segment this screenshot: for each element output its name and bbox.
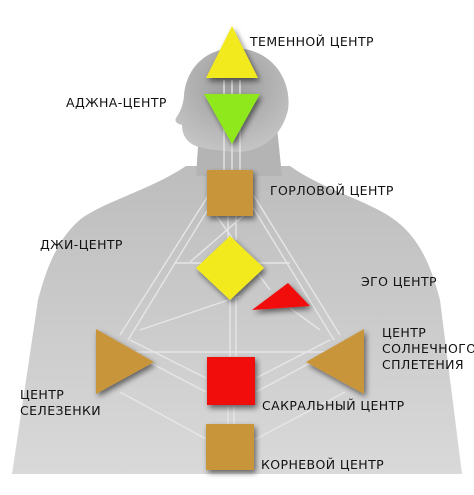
channel	[139, 295, 241, 331]
channel	[253, 195, 341, 336]
solar-plexus-center-shape[interactable]	[306, 329, 364, 394]
solar-plexus-center-label-line: СПЛЕТЕНИЯ	[382, 357, 464, 372]
channel	[255, 339, 331, 379]
channel	[251, 205, 335, 341]
channel	[189, 209, 251, 263]
spleen-center-label-line: ЦЕНТР	[20, 387, 64, 402]
throat-center-shape[interactable]	[207, 170, 253, 216]
channel	[129, 339, 207, 379]
solar-plexus-center-label-line: ЦЕНТР	[382, 325, 426, 340]
throat-center-label: ГОРЛОВОЙ ЦЕНТР	[270, 183, 394, 198]
centers	[96, 26, 364, 470]
crown-center-label: ТЕМЕННОЙ ЦЕНТР	[249, 34, 374, 49]
ajna-center-shape[interactable]	[204, 94, 260, 144]
channel	[289, 307, 321, 331]
spleen-center-label: ЦЕНТР СЕЛЕЗЕНКИ	[20, 387, 101, 418]
solar-plexus-center-label-line: СОЛНЕЧНОГО	[382, 341, 474, 356]
channel	[253, 391, 346, 441]
ego-center-label: ЭГО ЦЕНТР	[361, 274, 437, 289]
channel	[119, 391, 209, 441]
sacral-center-label: САКРАЛЬНЫЙ ЦЕНТР	[262, 398, 405, 413]
sacral-center-shape[interactable]	[207, 357, 255, 405]
ego-center-shape[interactable]	[252, 283, 310, 310]
root-center-label: КОРНЕВОЙ ЦЕНТР	[261, 457, 384, 472]
crown-center-shape[interactable]	[206, 26, 258, 78]
channel	[119, 195, 209, 336]
spleen-center-shape[interactable]	[96, 329, 154, 394]
ajna-center-label: АДЖНА-ЦЕНТР	[66, 95, 167, 110]
human-silhouette	[12, 48, 462, 474]
silhouette-body	[12, 166, 462, 474]
g-center-label: ДЖИ-ЦЕНТР	[40, 237, 123, 252]
solar-plexus-center-label: ЦЕНТР СОЛНЕЧНОГО СПЛЕТЕНИЯ	[382, 325, 474, 372]
channel	[127, 205, 211, 341]
center-labels: ТЕМЕННОЙ ЦЕНТР АДЖНА-ЦЕНТР ГОРЛОВОЙ ЦЕНТ…	[20, 34, 474, 472]
root-center-shape[interactable]	[206, 424, 254, 470]
g-center-shape[interactable]	[196, 236, 264, 300]
spleen-center-label-line: СЕЛЕЗЕНКИ	[20, 403, 101, 418]
